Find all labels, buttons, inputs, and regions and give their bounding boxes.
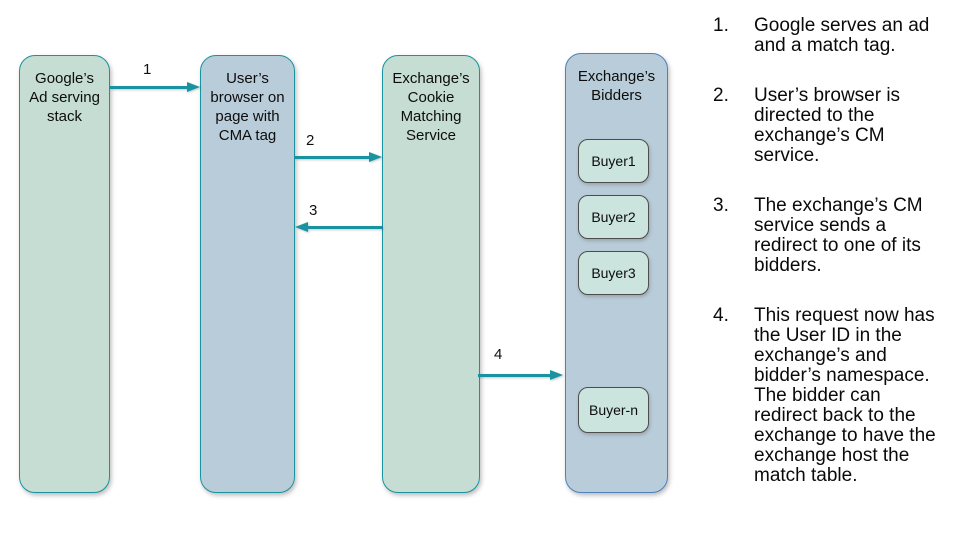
- arrow-step-2: [295, 151, 382, 163]
- step-text: Google serves an ad and a match tag.: [754, 15, 930, 56]
- step-text: User’s browser is directed to the exchan…: [754, 85, 901, 166]
- buyer-box-3: Buyer3: [578, 251, 649, 295]
- node-exchange-bidders-label: Exchange’s Bidders: [577, 68, 656, 104]
- steps-list: 1. Google serves an ad and a match tag. …: [713, 16, 955, 516]
- buyer-box-2: Buyer2: [578, 195, 649, 239]
- step-number: 3.: [713, 195, 729, 216]
- arrow-step-3: [295, 221, 382, 233]
- node-google-ad-stack-label: Google’s Ad serving stack: [29, 70, 100, 125]
- arrowhead-right-icon: [369, 152, 382, 162]
- node-user-browser-label: User’s browser on page with CMA tag: [210, 70, 285, 144]
- step-number: 4.: [713, 305, 729, 326]
- arrowhead-right-icon: [187, 82, 200, 92]
- arrow-shaft: [478, 373, 550, 377]
- arrowhead-right-icon: [550, 370, 563, 380]
- step-item-2: 2. User’s browser is directed to the exc…: [713, 86, 955, 166]
- arrow-label-4: 4: [494, 346, 503, 363]
- arrow-label-1: 1: [143, 61, 152, 78]
- arrow-shaft: [295, 155, 369, 159]
- step-text: The exchange’s CM service sends a redire…: [754, 195, 923, 276]
- step-text: This request now has the User ID in the …: [754, 305, 936, 486]
- arrow-shaft: [110, 85, 187, 89]
- step-number: 2.: [713, 85, 729, 106]
- node-cookie-matching-service-label: Exchange’s Cookie Matching Service: [392, 70, 470, 144]
- arrow-label-2: 2: [306, 132, 315, 149]
- arrow-step-1: [110, 81, 200, 93]
- step-number: 1.: [713, 15, 729, 36]
- node-google-ad-stack: Google’s Ad serving stack: [19, 55, 110, 493]
- node-exchange-bidders: Exchange’s Bidders Buyer1 Buyer2 Buyer3 …: [565, 53, 668, 493]
- arrow-shaft: [308, 225, 382, 229]
- buyer-box-1: Buyer1: [578, 139, 649, 183]
- arrow-label-3: 3: [309, 202, 318, 219]
- arrowhead-left-icon: [295, 222, 308, 232]
- step-item-1: 1. Google serves an ad and a match tag.: [713, 16, 955, 56]
- buyer-box-n: Buyer-n: [578, 387, 649, 433]
- node-cookie-matching-service: Exchange’s Cookie Matching Service: [382, 55, 480, 493]
- arrow-step-4: [478, 369, 563, 381]
- step-item-3: 3. The exchange’s CM service sends a red…: [713, 196, 955, 276]
- node-user-browser: User’s browser on page with CMA tag: [200, 55, 295, 493]
- step-item-4: 4. This request now has the User ID in t…: [713, 306, 955, 486]
